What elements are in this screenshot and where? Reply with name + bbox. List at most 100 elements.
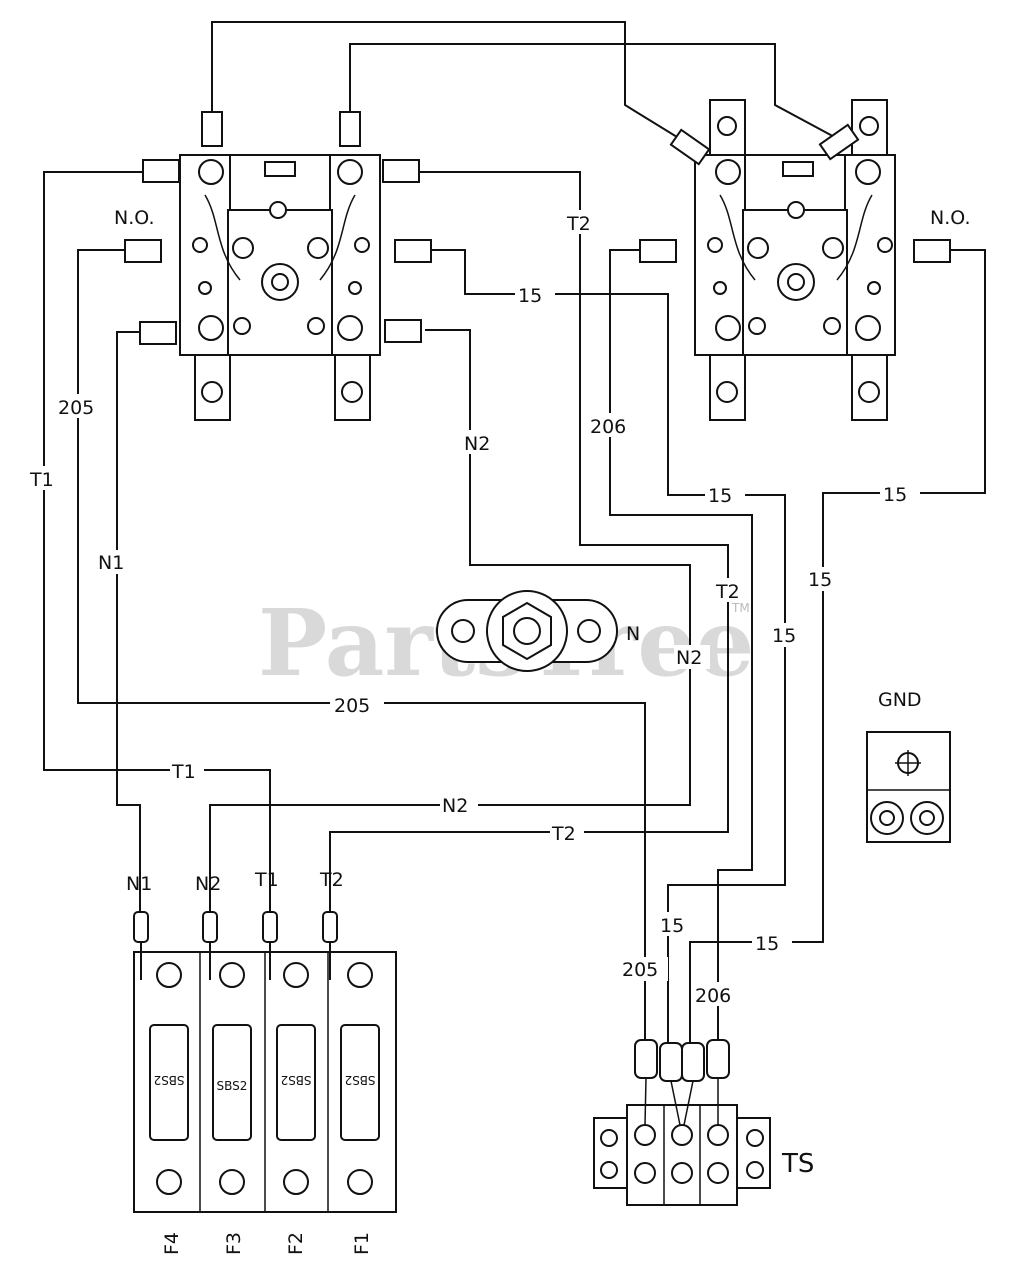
wire-label-15-ts2: 15	[755, 933, 779, 955]
left-switch-blade-a	[204, 194, 241, 281]
wire-label-205-left: 205	[58, 397, 94, 419]
right-switch-blade-a	[719, 194, 756, 281]
left-switch-terminal-2	[337, 159, 363, 185]
right-switch-screw-a	[748, 317, 766, 335]
neutral-post-screw-right	[577, 619, 601, 643]
right-switch-terminal-5	[715, 315, 741, 341]
fuse-lead-label-n1: N1	[126, 873, 152, 895]
wire-label-n2-low: N2	[442, 795, 468, 817]
right-switch-hub-inner	[787, 273, 805, 291]
wire-label-n2-upper: N2	[464, 433, 490, 455]
right-switch-no-label: N.O.	[930, 207, 970, 229]
right-switch-connector-206	[639, 239, 677, 263]
w205-ts-label-bg	[620, 957, 668, 981]
wire-t1	[43, 171, 271, 915]
right-switch-terminal-7	[713, 281, 727, 295]
right-switch-terminal-3	[707, 237, 723, 253]
ts-lug-206	[706, 1039, 730, 1079]
right-switch-terminal-6	[855, 315, 881, 341]
t1-left-label-bg	[27, 466, 61, 490]
left-switch-pivot-b	[269, 201, 287, 219]
right-switch-angled-connector-2	[818, 123, 860, 161]
wire-label-15-top: 15	[518, 285, 542, 307]
ts-lug-205-neck	[644, 1077, 647, 1126]
right-transfer-switch	[639, 99, 951, 421]
w15-ts2-label-bg	[752, 930, 792, 954]
ground-block-lug-right-inner	[919, 810, 935, 826]
w205-mid-label-bg	[330, 692, 384, 716]
fuse-f4-top-screw	[156, 962, 182, 988]
w15-vert-right-label-bg	[806, 567, 842, 591]
w206-upper-label-bg	[588, 413, 636, 437]
fuse-f1-top-screw	[347, 962, 373, 988]
left-switch-terminal-1	[198, 159, 224, 185]
n2-low-label-bg	[440, 793, 478, 817]
terminal-strip-mount-left-bottom	[600, 1161, 618, 1179]
right-switch-pivot-b	[787, 201, 805, 219]
fuse-lead-n2-connector	[202, 911, 218, 943]
neutral-post	[436, 590, 618, 672]
wire-206	[609, 249, 753, 1045]
fuse-f1-cartridge	[340, 1024, 380, 1141]
wire-label-206-ts: 206	[695, 985, 731, 1007]
wire-label-t1-left: T1	[29, 469, 54, 491]
right-switch-terminal-4	[877, 237, 893, 253]
fuse-block: SBS2 SBS2 SBS2 SBS2	[133, 911, 397, 1213]
left-switch-bracket-left-screw	[201, 381, 223, 403]
ground-block	[866, 731, 951, 843]
ts-lug-15-a-neck	[670, 1080, 681, 1126]
right-switch-terminal-2	[855, 159, 881, 185]
left-switch-terminal-4	[354, 237, 370, 253]
ts-lug-15-b-neck	[683, 1080, 694, 1126]
w15-right-label-bg	[880, 482, 920, 506]
fuse-f3-bottom-screw	[219, 1169, 245, 1195]
right-switch-screw-b	[823, 317, 841, 335]
w205-left-label-bg	[56, 394, 104, 418]
right-switch-pivot-a	[747, 237, 769, 259]
fuse-lead-t2-connector	[322, 911, 338, 943]
wires	[43, 21, 986, 1045]
wire-label-15-ts1: 15	[660, 915, 684, 937]
left-switch-blade-b	[319, 194, 356, 281]
fuse-label-f3: F3	[223, 1232, 245, 1255]
wire-label-15-mid: 15	[708, 485, 732, 507]
fuse-f4-cartridge	[149, 1024, 189, 1141]
fuse-label-f2: F2	[285, 1232, 307, 1255]
w206-ts-label-bg	[693, 982, 741, 1006]
left-switch-terminal-6	[337, 315, 363, 341]
left-switch-connector-n1	[139, 321, 177, 345]
fuse-lead-t1-connector	[262, 911, 278, 943]
terminal-strip-mount-right-bottom	[746, 1161, 764, 1179]
fuse-f2-bottom-screw	[283, 1169, 309, 1195]
labels: N.O. N.O. GND TS N	[114, 207, 970, 1179]
left-switch-pivot-c	[307, 237, 329, 259]
left-switch-terminal-5	[198, 315, 224, 341]
fuse-f4-bottom-screw	[156, 1169, 182, 1195]
left-switch-no-label: N.O.	[114, 207, 154, 229]
fuse-f3-cartridge	[212, 1024, 252, 1141]
fuse-f3-top-screw	[219, 962, 245, 988]
fuse-f4-marking: SBS2	[154, 1073, 185, 1087]
wire-label-n2-mid: N2	[676, 647, 702, 669]
wire-label-15-right: 15	[883, 484, 907, 506]
ground-block-lug-left-inner	[879, 810, 895, 826]
right-switch-bracket-right-screw	[858, 381, 880, 403]
fuse-f2-cartridge	[276, 1024, 316, 1141]
fuse-lead-label-t2: T2	[319, 869, 344, 891]
left-switch-connector-n2	[384, 319, 422, 343]
left-switch-terminal-7	[198, 281, 212, 295]
fuse-f3-marking: SBS2	[217, 1079, 248, 1093]
wire-label-n1-left: N1	[98, 552, 124, 574]
left-switch-connector-t1	[142, 159, 180, 183]
w15-top-label-bg	[515, 282, 555, 306]
wire-205	[77, 249, 646, 1040]
fuse-f2-marking: SBS2	[281, 1073, 312, 1087]
terminal-strip-mount-left-top	[600, 1129, 618, 1147]
n2-mid-label-bg	[674, 645, 710, 669]
left-switch-screw-b	[307, 317, 325, 335]
terminal-strip-screw-1	[634, 1124, 656, 1146]
fuse-f2-top-screw	[283, 962, 309, 988]
wire-n1	[116, 331, 141, 912]
w15-vert-mid-label-bg	[770, 623, 806, 647]
t1-low-label-bg	[170, 758, 204, 782]
